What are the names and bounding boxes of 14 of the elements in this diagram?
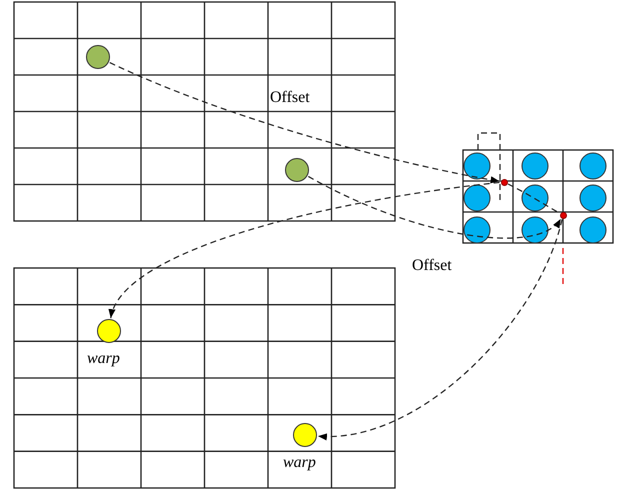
caption-text: warp — [87, 351, 120, 367]
dashed-line — [508, 183, 560, 214]
arrow — [109, 62, 500, 184]
circle-marker — [285, 158, 309, 182]
arrow — [318, 219, 563, 440]
circle-marker — [86, 45, 110, 69]
circle-marker — [97, 319, 121, 343]
caption-text: warp — [283, 455, 316, 471]
offset-label: Offset — [270, 90, 310, 106]
circle-marker — [293, 423, 317, 447]
offset-label: Offset — [412, 258, 452, 274]
sample-point — [500, 178, 508, 186]
arrow — [308, 176, 562, 239]
arrow — [110, 182, 500, 318]
